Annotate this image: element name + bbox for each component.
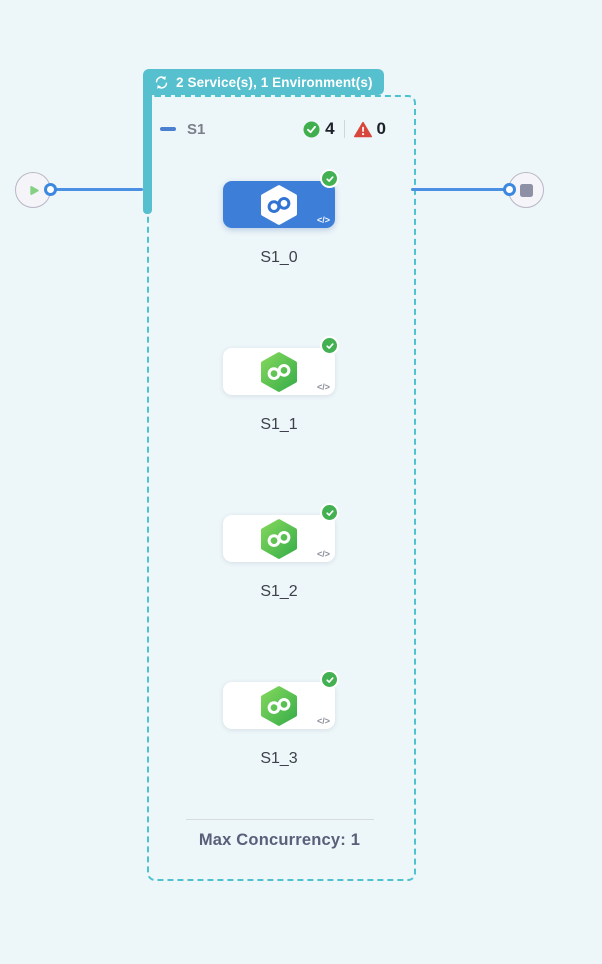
service-card-s1-3[interactable]: </> [223, 670, 339, 729]
code-icon: </> [316, 215, 330, 225]
end-port [503, 183, 516, 196]
stop-icon [519, 183, 533, 197]
footer-divider [186, 819, 374, 820]
success-badge-icon [320, 336, 339, 355]
service-hexagon-icon [261, 351, 297, 392]
success-badge-icon [320, 503, 339, 522]
divider [343, 120, 345, 138]
collapse-icon[interactable] [160, 127, 176, 131]
group-badge-label: 2 Service(s), 1 Environment(s) [176, 74, 373, 90]
loop-icon [155, 75, 168, 89]
stage-name: S1 [187, 120, 206, 138]
start-port [44, 183, 57, 196]
warning-icon [353, 121, 372, 137]
error-count-group: 0 [353, 119, 386, 139]
service-node-label: S1_2 [260, 583, 298, 600]
stage-header: S1 4 0 [160, 117, 386, 141]
service-node-label: S1_1 [260, 416, 298, 433]
service-card-s1-2[interactable]: </> [223, 503, 339, 562]
code-icon: </> [316, 382, 330, 392]
play-icon [29, 185, 39, 195]
code-icon: </> [316, 716, 330, 726]
service-hexagon-icon [261, 518, 297, 559]
infinity-icon [267, 530, 291, 547]
edge-start-to-stage [50, 188, 143, 191]
stage-group-edge [143, 95, 152, 214]
code-icon: </> [316, 549, 330, 559]
infinity-icon [267, 363, 291, 380]
service-hexagon-icon [261, 685, 297, 726]
stage-group-boundary [147, 95, 416, 881]
error-count: 0 [376, 119, 386, 138]
service-card-s1-1[interactable]: </> [223, 336, 339, 395]
max-concurrency-label: Max Concurrency: 1 [198, 831, 361, 849]
success-count: 4 [325, 119, 335, 138]
stage-group-badge[interactable]: 2 Service(s), 1 Environment(s) [143, 69, 384, 95]
edge-stage-to-end [411, 188, 509, 191]
success-count-group: 4 [303, 119, 335, 139]
service-node-label: S1_0 [260, 249, 298, 266]
success-badge-icon [320, 670, 339, 689]
service-card-s1-0[interactable]: </> [223, 169, 339, 228]
infinity-icon [267, 697, 291, 714]
infinity-icon [267, 196, 291, 213]
success-icon [303, 121, 320, 137]
service-node-label: S1_3 [260, 750, 298, 767]
success-badge-icon [320, 169, 339, 188]
service-hexagon-icon [261, 184, 297, 225]
